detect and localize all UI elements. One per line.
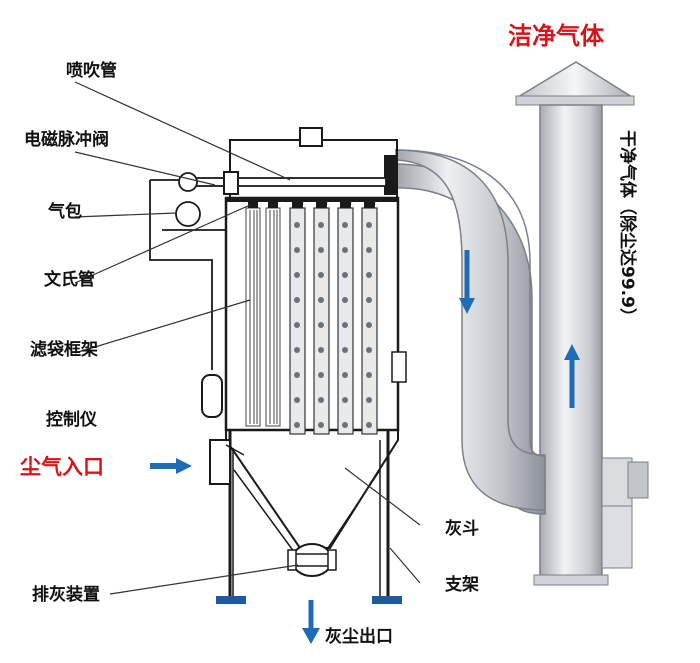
flow-arrow-down: [459, 250, 475, 314]
pressure-gauge: [391, 351, 407, 383]
label-clean-gas: 洁净气体: [508, 22, 605, 50]
chimney: [515, 61, 649, 586]
label-support: 支架: [445, 574, 479, 595]
collector-body: [216, 127, 402, 604]
label-solenoid-pulse-valve: 电磁脉冲阀: [24, 129, 109, 150]
dust-gas-inlet-arrow: [150, 458, 192, 474]
dust-gas-inlet-flange: [209, 439, 245, 485]
label-dust-outlet: 灰尘出口: [325, 626, 393, 647]
label-controller: 控制仪: [46, 409, 98, 430]
outlet-duct: [384, 149, 546, 515]
dust-outlet-arrow: [302, 600, 320, 644]
label-spray-pipe: 喷吹管: [66, 60, 117, 81]
label-venturi-tube: 文氏管: [44, 269, 95, 290]
pulse-system: [149, 171, 387, 418]
label-filter-bag-frame: 滤袋框架: [30, 339, 98, 360]
filter-bags: [245, 202, 378, 435]
label-clean-gas-vertical: 干净气体（除尘达99.9）: [617, 130, 638, 325]
ash-discharge-valve: [287, 543, 337, 577]
label-ash-hopper: 灰斗: [445, 518, 479, 539]
labels: 喷吹管 电磁脉冲阀 气包 文氏管 滤袋框架 控制仪 尘气入口 灰斗 支架 排灰装…: [20, 22, 638, 647]
label-ash-discharge-device: 排灰装置: [32, 584, 100, 605]
flow-arrow-up: [564, 344, 580, 408]
label-dust-gas-inlet: 尘气入口: [20, 455, 104, 479]
label-air-bag: 气包: [47, 201, 82, 222]
leader-lines: [74, 81, 421, 595]
